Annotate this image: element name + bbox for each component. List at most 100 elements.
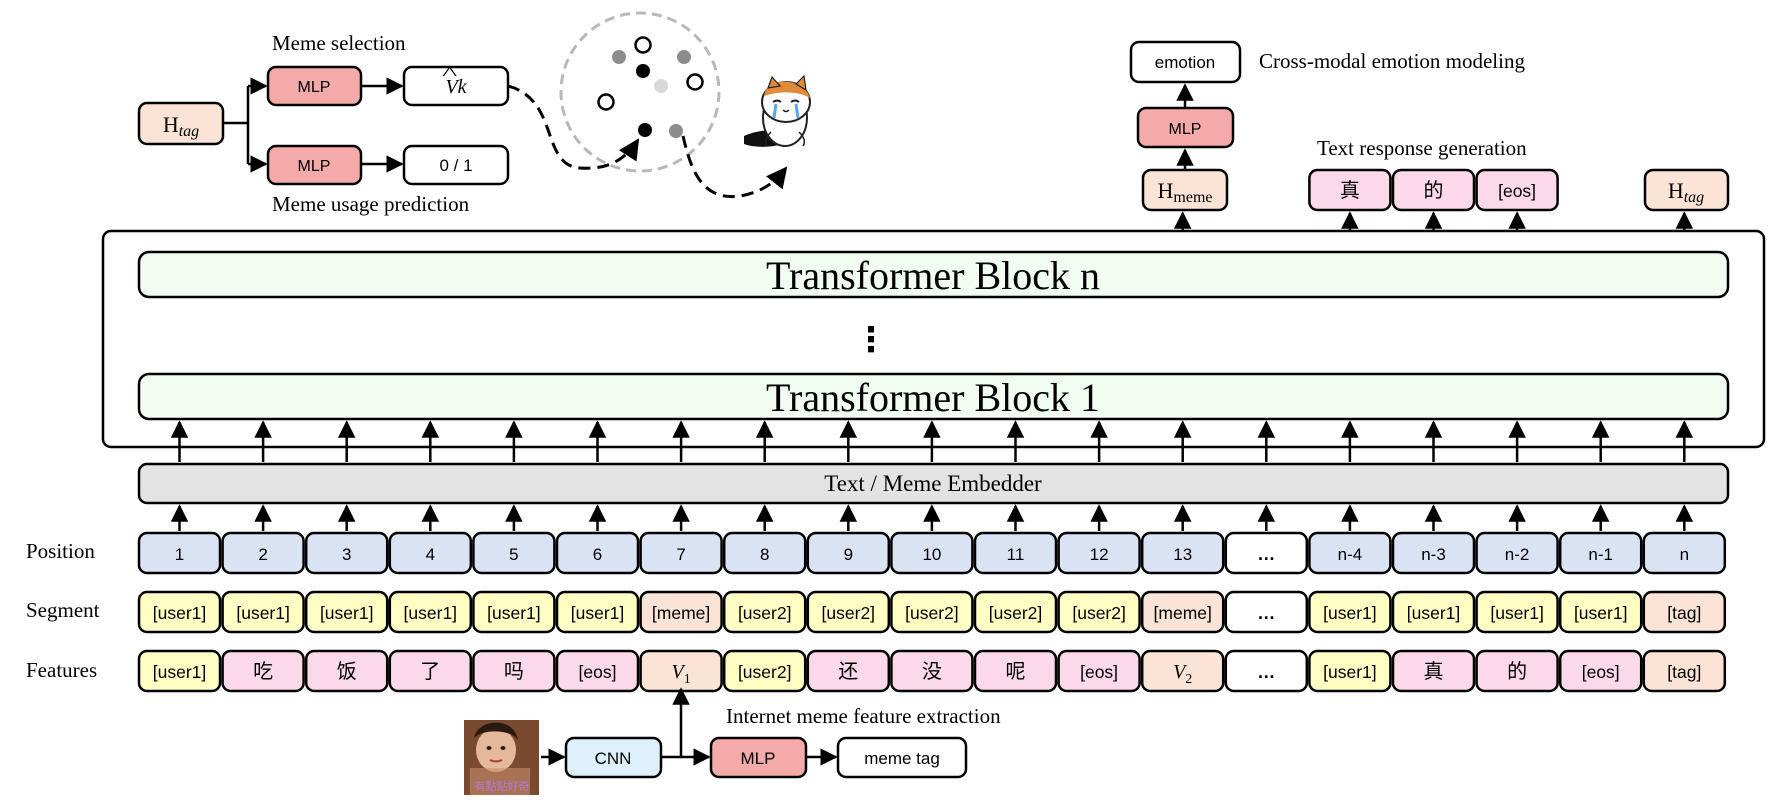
text-meme-embedder [137,462,1730,505]
segment-cell-label: [user1] [487,603,541,623]
features-cell-label: 的 [1507,660,1527,683]
position-cell-label: 10 [922,545,941,564]
features-cell-label: [tag] [1667,662,1701,682]
position-cell [639,531,723,575]
segment-cell [304,590,389,634]
input-to-embedder-arrows [170,504,1694,531]
position-cell-label: 2 [258,545,267,564]
features-cell [221,649,305,693]
segment-cell-label: [user2] [822,603,876,623]
segment-cell [722,590,807,634]
segment-cell [890,590,974,634]
crying-cat-meme-image [744,74,811,147]
meme-tag-label: meme tag [864,749,940,768]
position-cell-label: 1 [175,545,184,564]
dashed-arrow-pool-to-meme [681,135,788,199]
output-token-label: [eos] [1498,181,1536,201]
position-cell-label: n-1 [1588,545,1613,564]
meme-dot [634,36,652,54]
position-cell [1391,531,1476,575]
segment-cell [1140,590,1225,634]
dashed-arrow-vk-to-pool [507,84,640,170]
features-cell [1642,649,1727,693]
position-cell [1475,531,1559,575]
segment-cell-label: [user1] [153,603,207,623]
embedder-to-transformer-arrows [170,420,1694,462]
features-cell-label: 呢 [1006,661,1026,683]
meme-tag-box [836,736,968,779]
features-cell [1391,649,1476,693]
features-cell [890,649,974,693]
segment-cell-label: [user2] [1072,603,1126,623]
segment-cell-label: [meme] [1154,603,1212,623]
features-cell-label: [eos] [1582,662,1620,682]
transformer-ellipsis: ⋮ [854,320,888,360]
segment-cell-label: … [1257,603,1275,623]
meme-dot-selected [638,123,652,137]
features-cell [472,649,556,693]
features-cell [555,649,640,693]
position-cell-label: n [1680,545,1689,564]
position-cell-label: 7 [676,545,685,564]
features-cell-label: … [1257,662,1275,682]
meme-dot [669,124,683,138]
position-cell [472,531,556,575]
meme-dot [654,79,668,93]
position-cell [304,531,389,575]
position-cell [806,531,891,575]
output-token-label: 真 [1340,179,1360,202]
features-cell [304,649,389,693]
emotion-panel: emotion Cross-modal emotion modeling MLP… [1129,40,1525,212]
features-cell-label: [eos] [1080,662,1118,682]
position-cell [555,531,640,575]
h-tag-branch-connector [223,86,250,164]
usage-output-label: 0 / 1 [439,156,472,175]
segment-cell [472,590,556,634]
mlp-emotion-box [1136,106,1235,149]
meme-pool [559,11,721,173]
position-cell-label: 13 [1173,545,1192,564]
features-cell [1140,649,1225,693]
features-cell [973,649,1058,693]
h-tag-output-box [1643,168,1730,212]
segment-cell [1308,590,1392,634]
features-cell-label: V1 [671,661,690,687]
position-cell [1224,531,1309,575]
transformer-block-n-label: Transformer Block n [766,253,1100,298]
meme-dot [677,50,691,64]
meme-dot [612,50,626,64]
h-tag-label: Htag [163,112,199,140]
features-cell-label: [user1] [153,662,207,682]
segment-cell-label: [meme] [652,603,710,623]
features-cell [806,649,891,693]
segment-cell-label: [user1] [1490,603,1544,623]
cnn-label: CNN [595,749,632,768]
meme-selection-panel: Meme selection Htag MLP MLP Vk ^ 0 / 1 M… [137,31,510,216]
vk-label: Vk [445,76,467,98]
h-tag-output-label: Htag [1668,178,1704,206]
position-cell-label: 12 [1090,545,1109,564]
features-cell-label: [user2] [738,662,792,682]
segment-row: [user1] [user1] [user1] [user1] [user1] [user… [137,590,1727,634]
segment-cell-label: [user1] [320,603,374,623]
segment-cell [1475,590,1559,634]
segment-cell-label: [user2] [989,603,1043,623]
position-cell-label: 8 [760,545,769,564]
features-cell-label: [eos] [579,662,617,682]
position-cell [1642,531,1727,575]
features-cell-label: 真 [1424,660,1444,683]
output-token-cell [1308,168,1392,212]
meme-pool-boundary [559,11,721,173]
output-token-cell [1475,168,1559,212]
mlp-extraction-label: MLP [741,749,776,768]
mlp-emotion-label: MLP [1169,121,1202,138]
segment-cell-label: [user2] [738,603,792,623]
meme-photo: 有點點好奇 [464,720,539,795]
features-cell [1308,649,1392,693]
segment-cell [1391,590,1476,634]
position-cell [973,531,1058,575]
position-cell-label: 6 [593,545,602,564]
segment-cell-label: [user1] [236,603,290,623]
